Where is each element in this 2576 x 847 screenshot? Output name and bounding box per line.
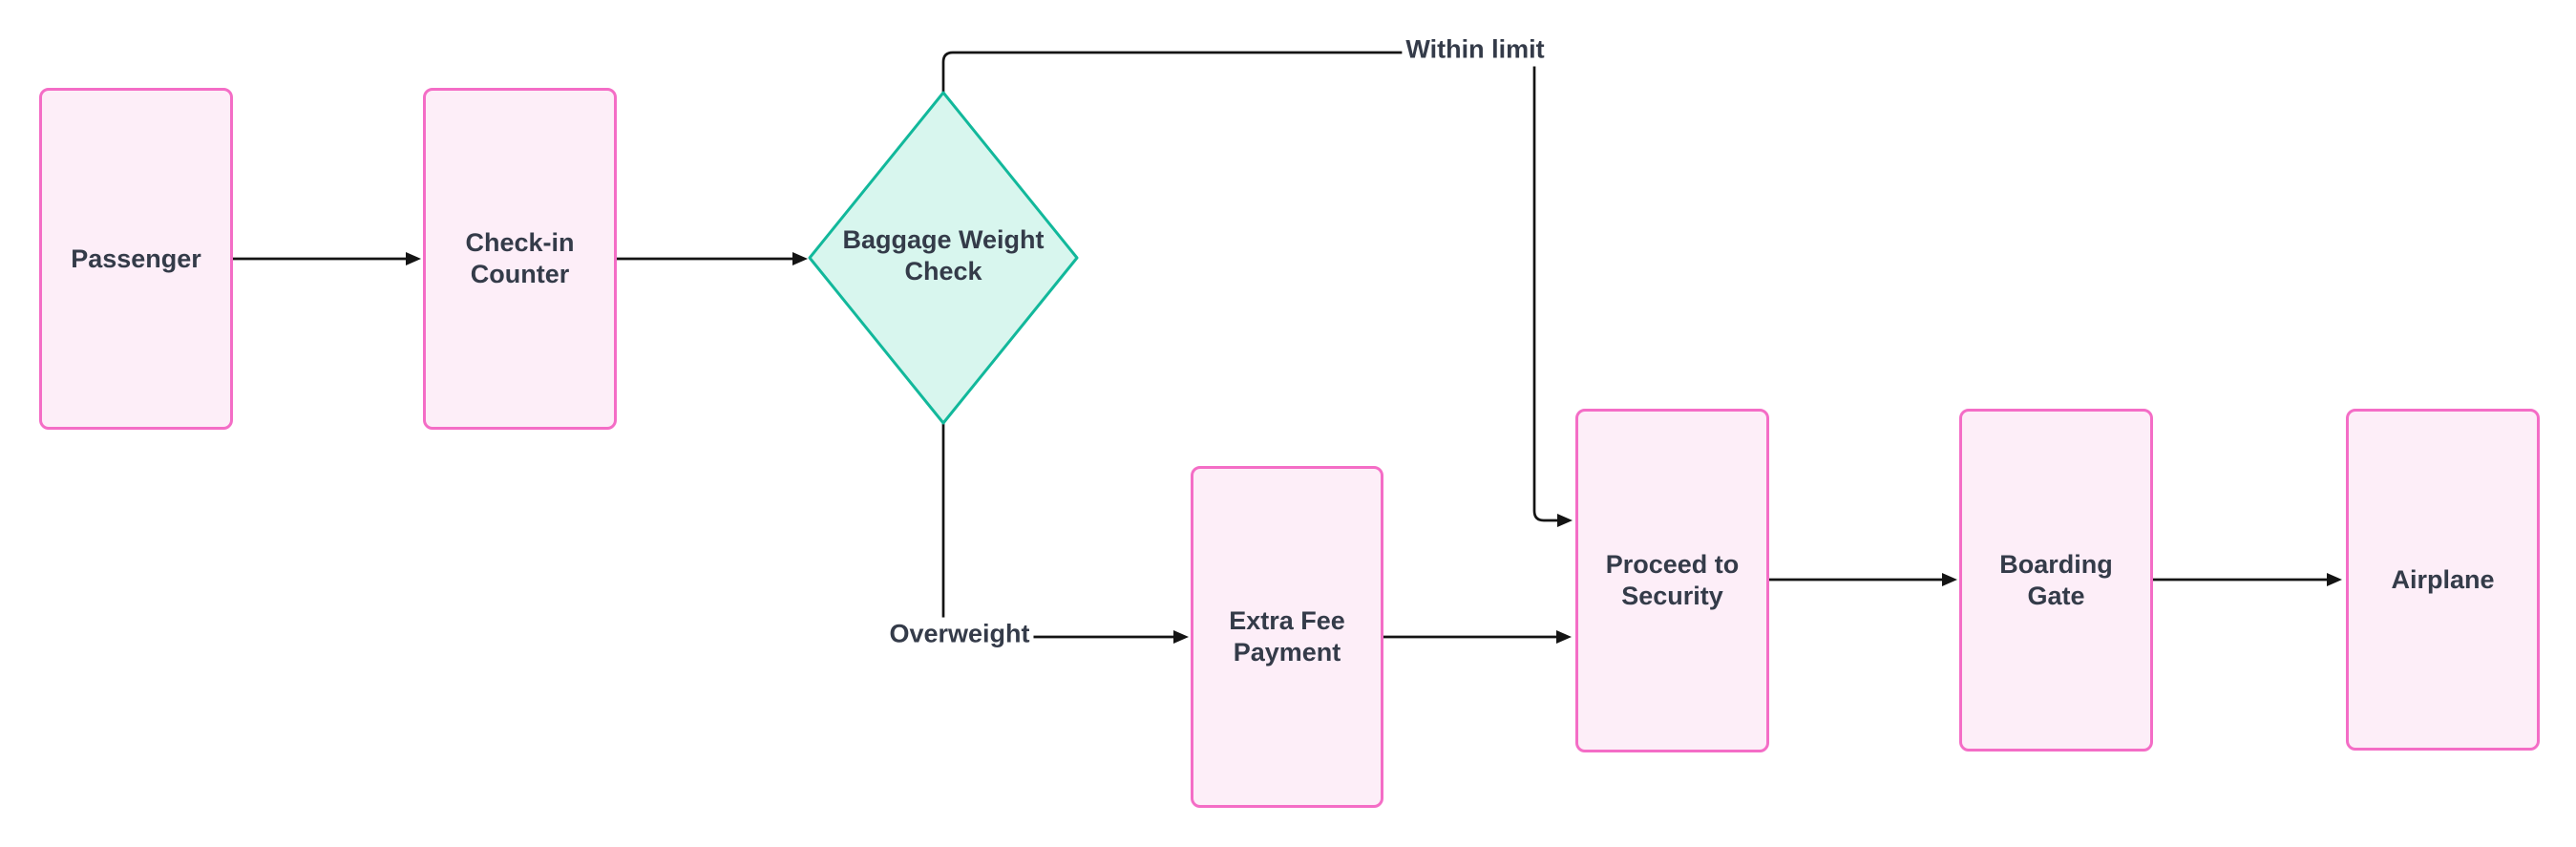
node-checkin-counter[interactable]: Check-in Counter [423, 88, 617, 430]
edge-label-within-limit: Within limit [1402, 32, 1549, 67]
node-extra-fee-payment[interactable]: Extra Fee Payment [1191, 466, 1383, 808]
node-airplane[interactable]: Airplane [2346, 409, 2540, 751]
node-proceed-to-security[interactable]: Proceed to Security [1575, 409, 1769, 752]
node-checkin-counter-label: Check-in Counter [465, 228, 575, 288]
node-proceed-to-security-label: Proceed to Security [1605, 550, 1740, 610]
edge-baggage-check-to-extra-fee-overweight [941, 423, 1189, 644]
node-extra-fee-payment-label: Extra Fee Payment [1229, 606, 1345, 667]
node-boarding-gate-label: Boarding Gate [1999, 549, 2113, 610]
decision-baggage-weight-check[interactable] [808, 91, 1079, 425]
edge-label-overweight: Overweight [885, 617, 1034, 651]
node-passenger-label: Passenger [71, 244, 201, 273]
node-airplane-label: Airplane [2391, 564, 2495, 594]
decision-baggage-weight-check-label: Baggage Weight Check [842, 225, 1045, 286]
node-boarding-gate[interactable]: Boarding Gate [1959, 409, 2153, 752]
node-passenger[interactable]: Passenger [39, 88, 233, 430]
